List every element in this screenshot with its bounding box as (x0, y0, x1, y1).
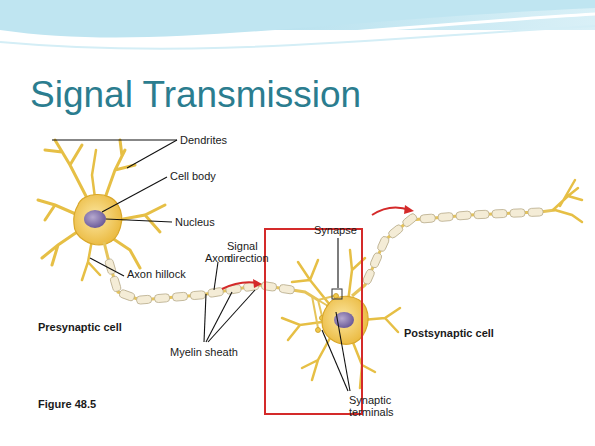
axon (352, 210, 555, 296)
myelin-segment (208, 287, 224, 297)
part-label: Synapse (314, 224, 357, 236)
highlight-box (265, 229, 362, 414)
myelin-segment (377, 235, 390, 252)
myelin-segment (401, 212, 418, 228)
myelin-segment (510, 209, 525, 218)
myelin-segment (420, 214, 436, 223)
postsynaptic-dendrites (282, 250, 400, 388)
myelin-segment (110, 276, 122, 293)
myelin-segment (190, 291, 206, 300)
leader-line (52, 140, 350, 391)
myelin-segment (456, 211, 472, 220)
axon (104, 242, 318, 300)
part-label: Nucleus (175, 216, 215, 228)
part-label: Axon (205, 252, 230, 264)
cell-label: Presynaptic cell (38, 321, 122, 333)
cell-label: Postsynaptic cell (404, 327, 494, 339)
myelin-segment (369, 252, 382, 269)
myelin-segment (261, 281, 277, 291)
myelin-segment (528, 208, 543, 217)
myelin-segment (172, 292, 188, 301)
part-label: Synaptic terminals (349, 394, 409, 418)
myelin-segment (154, 294, 170, 303)
slide-title: Signal Transmission (30, 74, 361, 116)
synapse-marker (332, 289, 342, 299)
part-label: Myelin sheath (170, 346, 238, 358)
myelin-segment (362, 268, 375, 285)
part-label: Axon hillock (127, 268, 186, 280)
myelin-segment (119, 289, 136, 302)
myelin-sheath (105, 208, 544, 304)
arrowhead (253, 205, 414, 288)
myelin-segment (387, 224, 404, 240)
myelin-segment (279, 284, 295, 294)
nucleus (84, 210, 106, 228)
myelin-segment (438, 212, 454, 221)
myelin-segment (136, 295, 152, 304)
signal-arrow (222, 207, 410, 289)
direction-label: Signal direction (227, 240, 277, 264)
myelin-segment (492, 209, 507, 218)
banner (0, 0, 595, 49)
presynaptic-dendrites (38, 140, 165, 280)
axon-terminals (553, 180, 582, 222)
figure-caption: Figure 48.5 (38, 398, 96, 410)
part-label: Dendrites (180, 134, 227, 146)
part-label: Cell body (170, 170, 216, 182)
figure-ground (35, 135, 580, 415)
myelin-segment (474, 210, 489, 219)
